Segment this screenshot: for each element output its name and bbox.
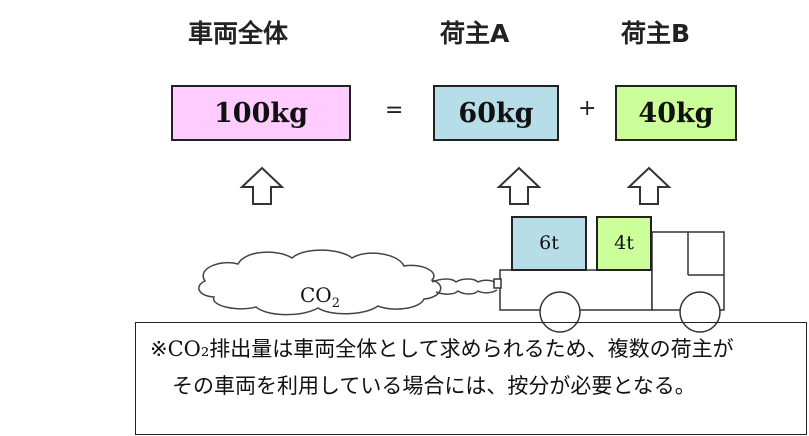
total-emission-box: 100kg [171,85,351,141]
up-arrow-icon [626,166,672,205]
header-shipper-b: 荷主B [621,19,691,48]
note-line-1: ※CO₂排出量は車両全体として求められるため、複数の荷主が [150,337,734,361]
up-arrow-icon [496,166,542,205]
shipper-a-cargo-box: 6t [511,216,587,271]
total-emission-value: 100kg [214,97,308,129]
shipper-b-cargo-weight: 4t [614,232,634,254]
shipper-a-cargo-weight: 6t [539,232,559,254]
plus-sign: + [578,96,597,121]
co2-label: CO2 [300,283,340,311]
shipper-b-cargo-box: 4t [596,216,652,271]
shipper-a-emission-box: 60kg [433,85,559,141]
shipper-b-emission-box: 40kg [615,85,737,141]
exhaust-cloud-icon [198,249,442,316]
shipper-a-emission-value: 60kg [458,97,534,129]
up-arrow-icon [239,166,285,205]
header-vehicle-total: 車両全体 [188,19,289,48]
note-line-2: その車両を利用している場合には、按分が必要となる。 [172,373,696,398]
shipper-b-emission-value: 40kg [638,97,714,129]
header-shipper-a: 荷主A [440,19,510,48]
equals-sign: = [385,98,404,123]
note-box: ※CO₂排出量は車両全体として求められるため、複数の荷主が その車両を利用してい… [135,322,807,435]
